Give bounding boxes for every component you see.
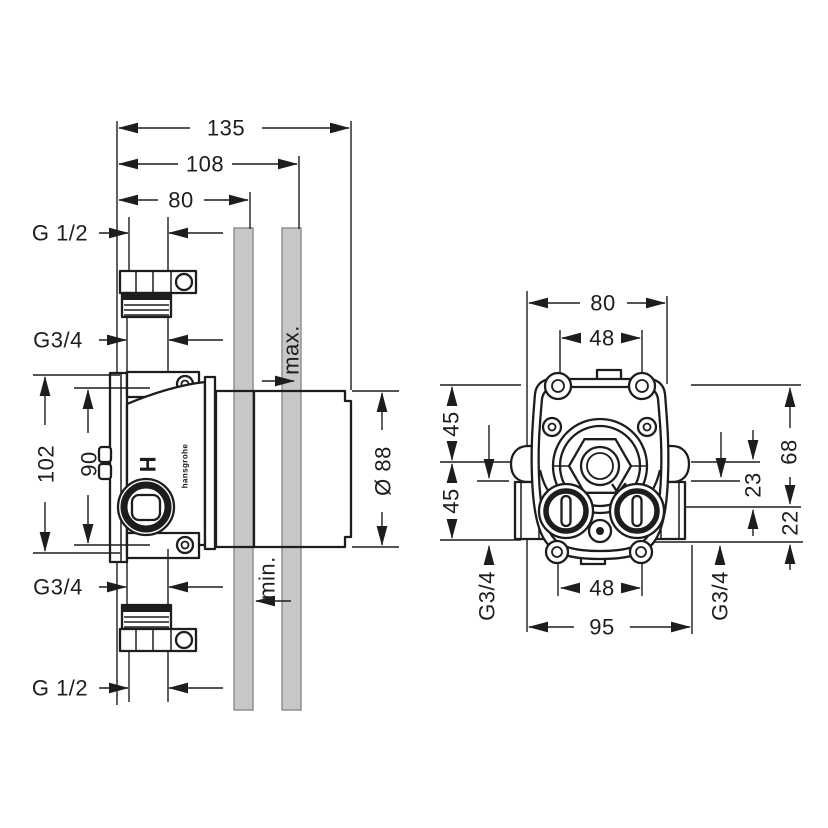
retaining-clip-lower	[97, 462, 113, 481]
dim-g34-front-left: G3/4	[475, 545, 500, 621]
g12-bottom-label: G 1/2	[32, 676, 88, 701]
top-fitting	[118, 269, 198, 319]
gasket-line	[537, 385, 663, 553]
g34-front-left-label: G3/4	[475, 571, 500, 621]
dim-68-label: 68	[777, 439, 802, 464]
bottom-right-port-slot	[631, 494, 643, 528]
front-view: 80 48	[439, 291, 803, 640]
g34-bottom-side-label: G3/4	[33, 575, 83, 600]
dim-diameter-88: Ø 88	[352, 390, 399, 548]
dim-80-front-label: 80	[590, 291, 615, 316]
dim-48-top-label: 48	[589, 326, 614, 351]
retaining-clip-upper	[97, 445, 113, 464]
dim-22-label: 22	[778, 510, 803, 535]
dim-23-label: 23	[741, 472, 766, 497]
g34-top-label: G3/4	[33, 328, 83, 353]
dim-80-front: 80	[528, 291, 666, 316]
dim-g34-top: G3/4	[33, 317, 223, 375]
dim-108-label: 108	[186, 152, 224, 177]
brand-mark: hansgrohe	[181, 444, 190, 489]
dim-22: 22	[778, 510, 803, 570]
valve-body-side: H hansgrohe	[97, 370, 217, 564]
marker-min: min.	[255, 556, 291, 607]
dim-45-upper-label: 45	[439, 411, 464, 436]
dim-80-side-label: 80	[168, 188, 193, 213]
dim-45-lower: 45	[439, 463, 464, 539]
housing-box	[214, 389, 353, 549]
front-plate	[203, 375, 217, 551]
dim-90: 90	[74, 387, 150, 546]
dim-g12-bottom: G 1/2	[32, 651, 223, 702]
dim-g34-front-right: G3/4	[708, 432, 733, 621]
dim-102: 102	[33, 374, 120, 554]
dim-45-lower-label: 45	[439, 488, 464, 513]
bottom-left-port-slot	[560, 494, 572, 528]
side-view: 135 108 80 G 1/2	[32, 116, 399, 711]
wall-layer-max	[281, 227, 302, 711]
bottom-fitting	[118, 603, 198, 653]
valve-body-front	[509, 368, 691, 566]
min-label: min.	[255, 556, 280, 600]
g12-top-label: G 1/2	[32, 221, 88, 246]
dim-95: 95	[528, 615, 691, 640]
dim-95-label: 95	[589, 615, 614, 640]
max-label: max.	[279, 325, 304, 375]
mounting-plate	[108, 371, 129, 564]
dim-g34-bottom-side: G3/4	[33, 549, 223, 605]
dim-135-label: 135	[207, 116, 245, 141]
dim-108: 108	[118, 152, 298, 177]
dim-90-label: 90	[77, 451, 102, 476]
dim-48-bottom: 48	[560, 576, 641, 601]
dim-diameter-label: Ø 88	[371, 446, 396, 496]
dim-23: 23	[741, 430, 766, 536]
g34-front-right-label: G3/4	[708, 571, 733, 621]
dim-135: 135	[118, 116, 350, 141]
dim-48-bottom-label: 48	[589, 576, 614, 601]
top-fitting-hole	[174, 272, 194, 292]
dim-102-label: 102	[34, 445, 59, 483]
dim-45-upper: 45	[439, 386, 464, 461]
side-port-window	[130, 493, 162, 522]
dim-80-side: 80	[118, 188, 249, 213]
hot-marking: H	[136, 456, 161, 472]
bottom-fitting-hole	[174, 630, 194, 650]
dim-48-top: 48	[561, 326, 641, 351]
dim-68: 68	[777, 387, 802, 505]
wall-layer-min	[233, 227, 254, 711]
marker-max: max.	[262, 325, 304, 387]
dim-g12-top: G 1/2	[32, 217, 223, 271]
